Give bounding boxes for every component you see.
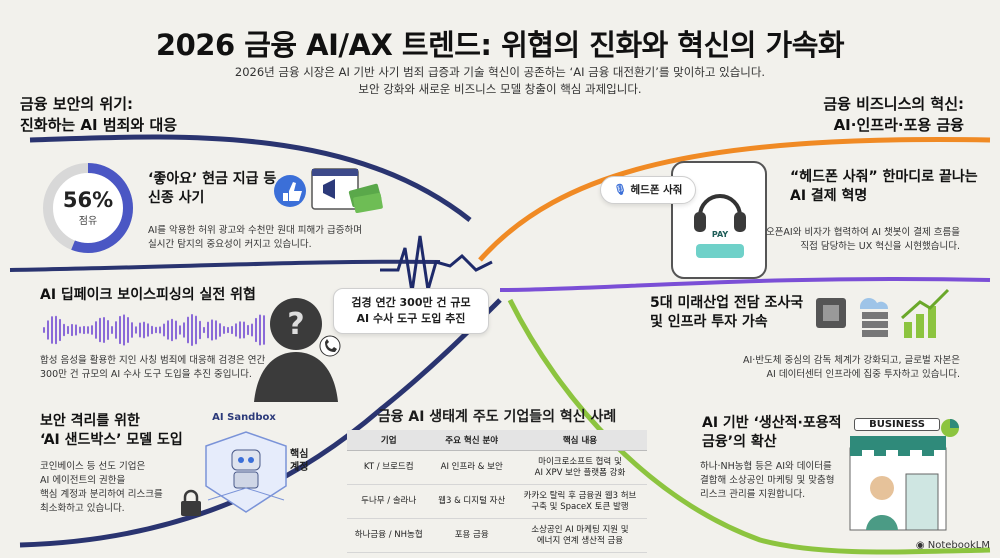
infrastructure-illustration	[816, 288, 950, 338]
investigation-badge: 검경 연간 300만 건 규모 AI 수사 도구 도입 추진	[333, 288, 489, 334]
table-row: 두나무 / 솔라나 웹3 & 디지털 자산 카카오 탈릭 후 금융권 웹3 허브…	[347, 484, 647, 519]
ai-sandbox-illustration	[205, 431, 287, 513]
shop-sign: BUSINESS	[854, 418, 940, 431]
industry-card-body: AI·반도체 중심의 감독 체계가 강화되고, 글로벌 자본은 AI 데이터센터…	[743, 355, 960, 380]
page-subtitle: 2026년 금융 시장은 AI 기반 사기 범죄 급증과 기술 혁신이 공존하는…	[234, 65, 766, 96]
threat-curve-middle	[9, 259, 441, 272]
growth-chart-icon	[901, 288, 950, 338]
phone-call-icon	[319, 335, 341, 357]
table-cell-company: 하나금융 / NH농협	[347, 518, 431, 553]
svg-text:?: ?	[287, 307, 304, 342]
sandbox-card-body: 코인베이스 등 선도 기업은 AI 에이전트의 권한을 핵심 계정과 분리하여 …	[40, 461, 163, 514]
table-header-company: 기업	[347, 430, 431, 451]
pay-button	[696, 244, 744, 258]
left-section-heading: 금융 보안의 위기: 진화하는 AI 범죄와 대응	[20, 95, 178, 134]
green-curve	[507, 298, 991, 555]
inclusive-card-body: 하나·NH농협 등은 AI와 데이터를 결합해 소상공인 마케팅 및 맞춤형 리…	[700, 461, 835, 500]
pay-label: PAY	[711, 230, 729, 239]
microphone-icon: 🎙	[613, 184, 627, 196]
sandbox-label: AI Sandbox	[212, 412, 276, 423]
sandbox-card-title: 보안 격리를 위한 ‘AI 샌드박스’ 모델 도입	[40, 413, 183, 448]
payment-card-body: 오픈AI와 비자가 협력하여 AI 챗봇이 결제 흐름을 직접 담당하는 UX …	[765, 227, 960, 252]
fake-ad-illustration	[274, 168, 383, 213]
payment-card-title: “헤드폰 사줘” 한마디로 끝나는 AI 결제 혁명	[790, 169, 978, 204]
stat-value: 56%	[62, 188, 114, 212]
table-cell-area: 웹3 & 디지털 자산	[430, 484, 513, 519]
stat-ring-fill	[43, 163, 133, 253]
robot-icon	[231, 449, 261, 489]
shop-illustration	[849, 419, 959, 531]
right-section-heading: 금융 비즈니스의 혁신: AI·인프라·포용 금융	[823, 95, 964, 134]
page-title: 2026 금융 AI/AX 트렌드: 위협의 진화와 혁신의 가속화	[155, 28, 845, 62]
inclusive-card-title: AI 기반 ‘생산적·포용적 금융’의 확산	[702, 415, 842, 450]
voice-waveform-icon	[43, 314, 265, 346]
stat-readout: 56% 점유	[40, 188, 136, 227]
lock-icon	[181, 489, 201, 516]
stat-ring-chart	[43, 163, 133, 253]
table-cell-company: KT / 브로드컴	[347, 450, 431, 485]
deepfake-card-title: AI 딥페이크 보이스피싱의 실전 위협	[40, 287, 256, 303]
industry-card-title: 5대 미래산업 전담 조사국 및 인프라 투자 가속	[650, 295, 804, 330]
fraud-card-title: ‘좋아요’ 현금 지급 등 신종 사기	[148, 171, 277, 206]
table-title: 금융 AI 생태계 주도 기업들의 혁신 사례	[377, 409, 617, 425]
orange-curve	[478, 137, 991, 262]
fraud-card-body: AI를 악용한 허위 광고와 수천만 원대 피해가 급증하며 실시간 탐지의 중…	[148, 225, 362, 250]
notebooklm-logo-icon: ◉	[915, 540, 925, 551]
headphones-icon	[694, 194, 746, 232]
table-cell-area: AI 인프라 & 보안	[430, 450, 513, 485]
chip-icon	[816, 298, 846, 328]
table-header-content: 핵심 내용	[512, 430, 647, 451]
threat-curve-top	[29, 134, 472, 222]
anonymous-person-icon: ?	[254, 298, 341, 402]
table-cell-company: 두나무 / 솔라나	[347, 484, 431, 519]
cloud-server-icon	[860, 298, 889, 337]
footer-brand: ◉ NotebookLM	[915, 540, 990, 551]
voice-command-bubble: 🎙 헤드폰 사줘	[600, 176, 696, 204]
table-header-row: 기업 주요 혁신 분야 핵심 내용	[347, 430, 647, 451]
heartbeat-line	[380, 235, 493, 293]
company-table: 기업 주요 혁신 분야 핵심 내용 KT / 브로드컴 AI 인프라 & 보안 …	[347, 430, 647, 553]
table-cell-area: 포용 금융	[430, 518, 513, 553]
shop-owner-avatar	[870, 476, 894, 500]
core-account-label: 핵심 계정	[290, 449, 309, 473]
purple-curve	[499, 276, 991, 292]
stat-label: 점유	[78, 216, 98, 227]
table-header-area: 주요 혁신 분야	[430, 430, 513, 451]
deepfake-card-body: 합성 음성을 활용한 지인 사칭 범죄에 대응해 검경은 연간 300만 건 규…	[40, 355, 266, 380]
awning-icon	[850, 436, 946, 456]
